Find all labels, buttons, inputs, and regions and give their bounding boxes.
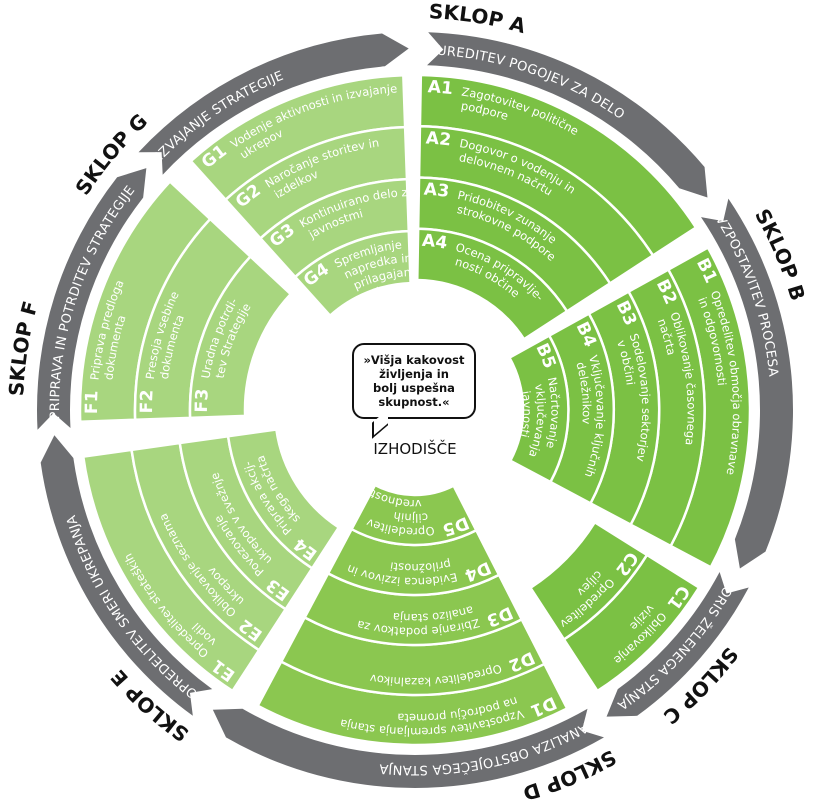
step-label: priložnosti — [389, 557, 452, 575]
banner-arrow-c — [606, 571, 749, 717]
center-title: IZHODIŠČE — [373, 440, 457, 458]
quote-line: »Višja kakovost — [363, 353, 465, 367]
step-band[interactable] — [293, 229, 412, 318]
step-code-path: A3 — [423, 180, 450, 202]
banner-arrow-e — [40, 435, 213, 716]
step-code: A1 — [427, 77, 454, 99]
step-code-path: F1 — [82, 390, 103, 414]
step-band[interactable] — [226, 428, 341, 571]
step-code: F2 — [137, 389, 158, 413]
quote-bubble: »Višja kakovost življenja in bolj uspešn… — [352, 343, 476, 419]
step-code-path: F2 — [137, 389, 158, 413]
quote-line: bolj uspešna — [373, 381, 455, 395]
step-label-path: Načrtovanje — [543, 376, 562, 450]
step-code: A2 — [425, 128, 452, 150]
step-label: Načrtovanje — [543, 376, 562, 450]
step-code: A3 — [423, 180, 450, 202]
step-label: ciljnih — [392, 509, 428, 525]
step-label-path: priložnosti — [389, 557, 452, 575]
sklop-label: SKLOP A — [428, 0, 528, 38]
step-label-path: javnosti — [517, 389, 534, 439]
sklop-label-path: SKLOP A — [428, 0, 528, 38]
step-code: A4 — [421, 231, 449, 254]
step-code-path: A2 — [425, 128, 452, 150]
quote-line: skupnost.« — [378, 395, 450, 409]
banner-arrow-b — [701, 198, 794, 569]
step-code: F1 — [82, 390, 103, 414]
step-band[interactable] — [349, 483, 478, 547]
step-band[interactable] — [507, 333, 570, 484]
step-code: F3 — [192, 388, 213, 413]
step-code-path: A1 — [427, 77, 454, 99]
step-code-path: F3 — [192, 388, 213, 413]
step-band[interactable] — [188, 254, 293, 420]
banner-arrow-g — [138, 33, 409, 175]
banner-arrow-f — [37, 168, 147, 430]
sklop-label-path: SKLOP F — [4, 299, 42, 397]
banner-arrow-a — [427, 32, 708, 198]
sklop-label: SKLOP F — [4, 299, 42, 397]
step-band[interactable] — [528, 520, 649, 642]
step-band[interactable] — [415, 227, 569, 341]
step-label: javnosti — [517, 389, 534, 439]
quote-line: življenja in — [379, 367, 449, 381]
step-code-path: A4 — [421, 231, 449, 254]
step-label-path: ciljnih — [392, 509, 428, 525]
banner-arrow-d — [212, 708, 604, 789]
